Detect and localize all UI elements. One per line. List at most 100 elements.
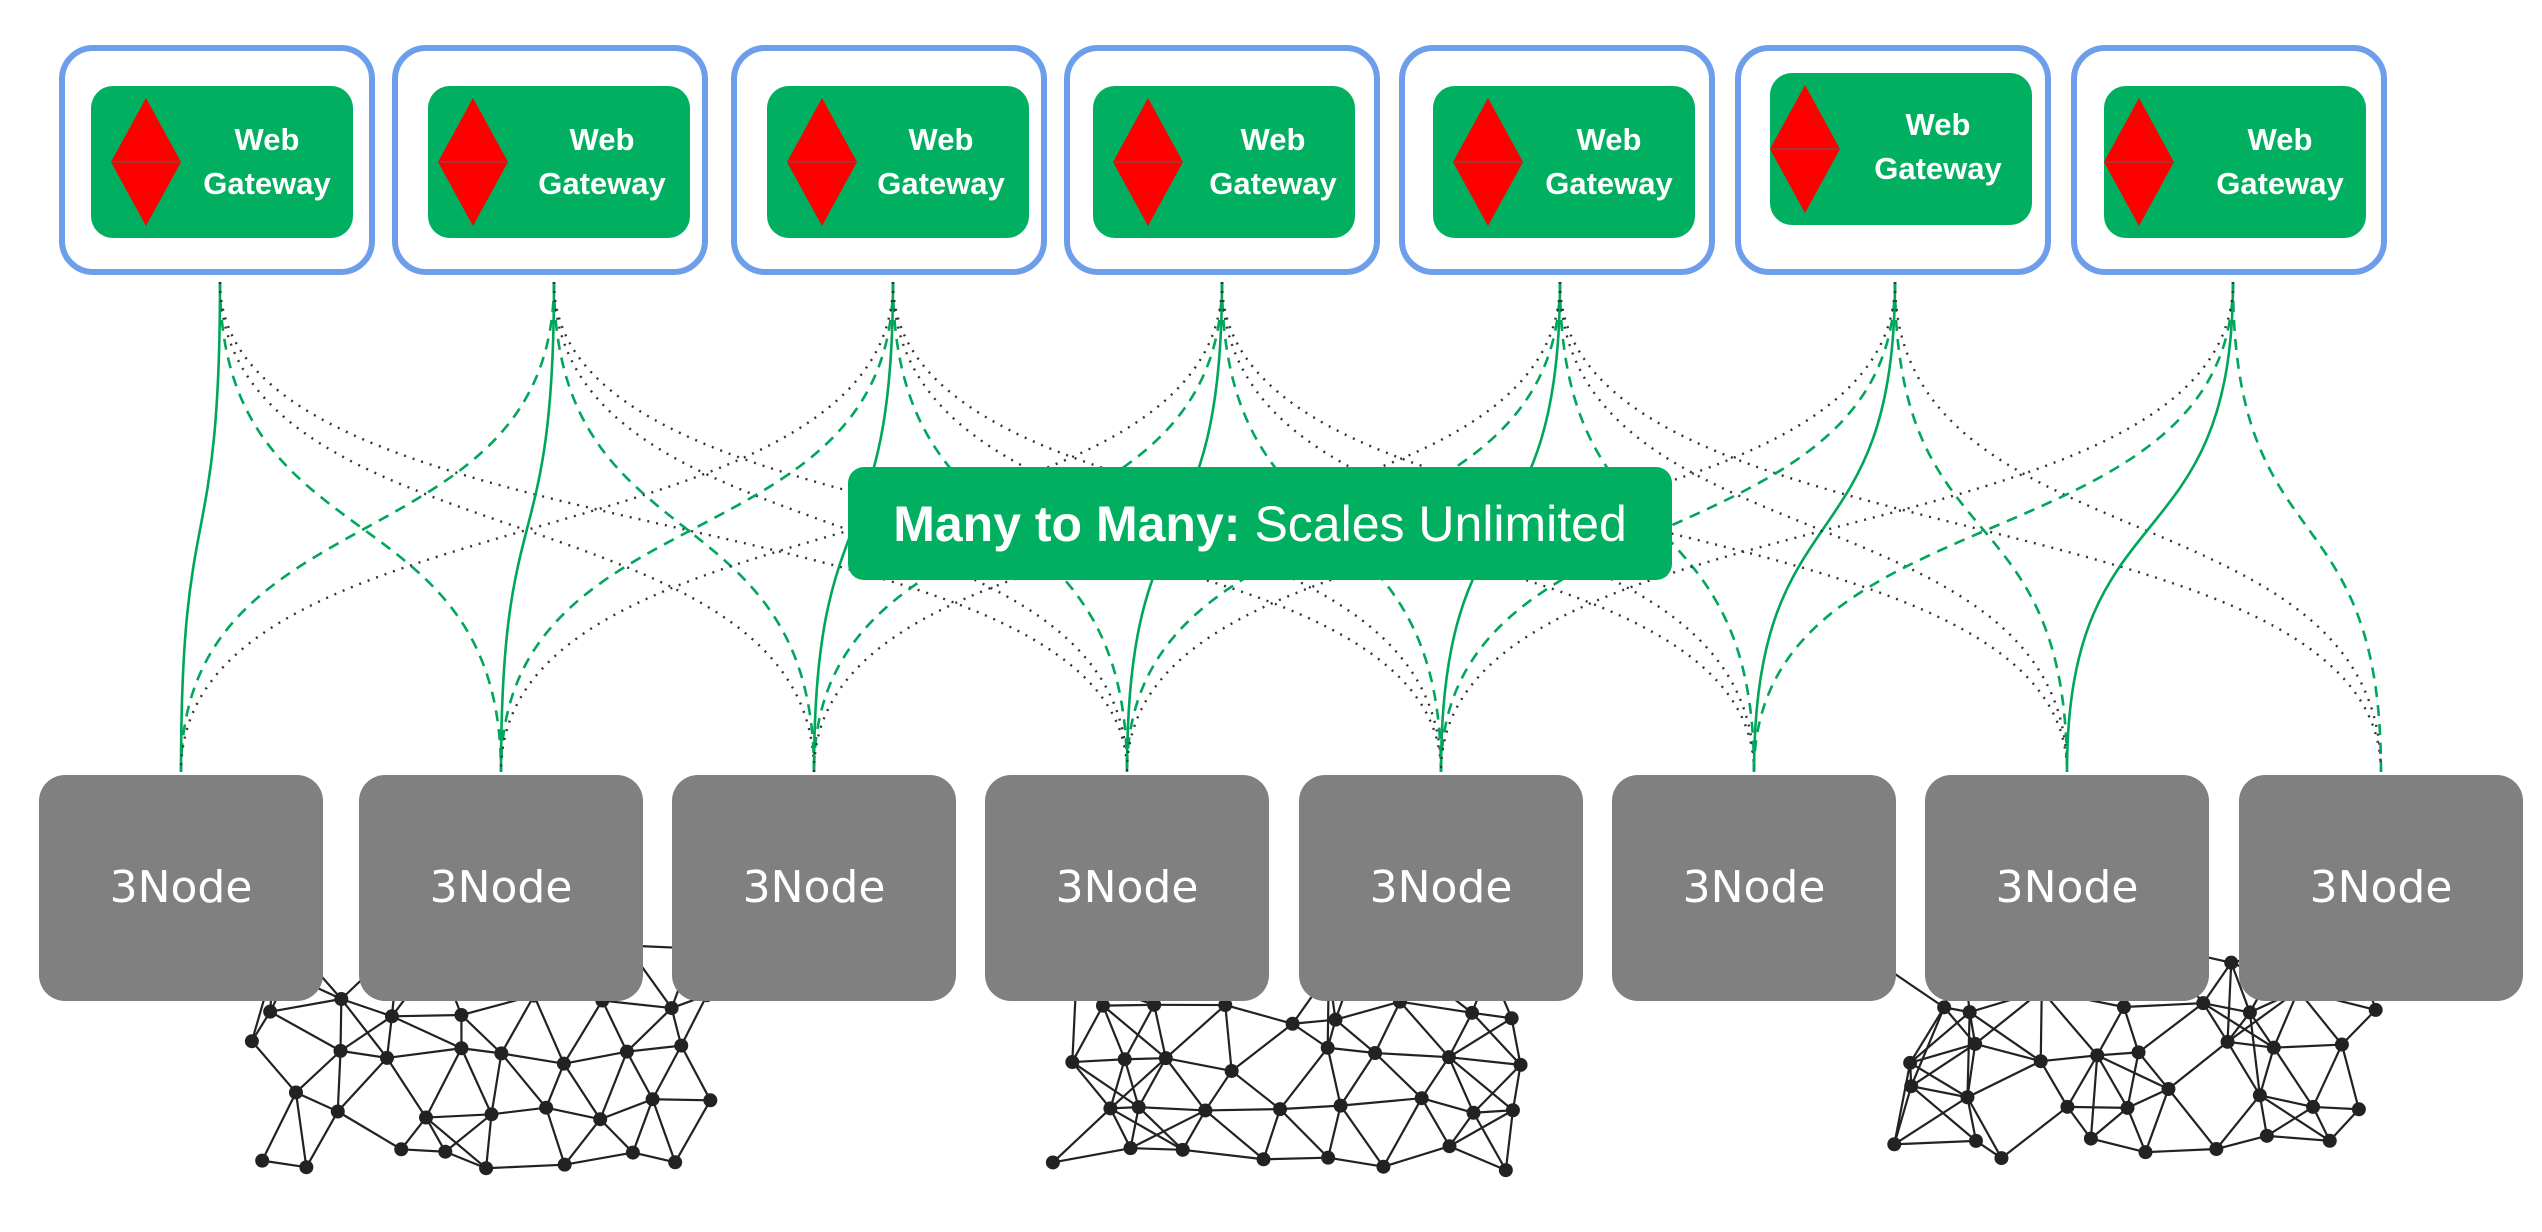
mesh-link [1230, 1022, 1294, 1072]
mesh-link [425, 1113, 492, 1119]
mesh-link [563, 1118, 602, 1166]
3node-box[interactable]: 3Node [39, 775, 323, 1001]
mesh-link [1071, 1005, 1104, 1063]
gateway-label-line2: Gateway [1209, 166, 1337, 201]
mesh-link [1966, 1097, 1978, 1142]
mesh-dot [1498, 1163, 1513, 1178]
mesh-link [1327, 1105, 1342, 1158]
mesh-link [491, 1106, 547, 1116]
mesh-dot [674, 1038, 689, 1053]
mesh-dot [2368, 1002, 2383, 1017]
dashed-connection-line [2231, 281, 2383, 773]
dotted-connection-line [218, 281, 816, 773]
mesh-link [2096, 1054, 2169, 1090]
mesh-link [339, 1015, 393, 1052]
mesh-dot [1131, 1100, 1146, 1115]
mesh-link [1279, 1047, 1329, 1110]
3node-box[interactable]: 3Node [359, 775, 643, 1001]
dashed-connection-line [1893, 281, 2069, 773]
mesh-link [336, 1050, 342, 1112]
mesh-link [1138, 1106, 1206, 1112]
mesh-link [1224, 1004, 1233, 1072]
mesh-link [1893, 1085, 1913, 1145]
gateway-label-line1: Web [1905, 107, 1971, 142]
mesh-link [1399, 1000, 1473, 1014]
mesh-link [2272, 1047, 2314, 1108]
3node-label: 3Node [2309, 862, 2453, 913]
mesh-dot [1441, 1050, 1456, 1065]
3node-box[interactable]: 3Node [672, 775, 956, 1001]
mesh-link [1109, 1107, 1132, 1149]
callout-text: Scales Unlimited [1254, 495, 1627, 552]
mesh-link [340, 1049, 388, 1059]
mesh-link [1382, 1097, 1423, 1168]
solid-connection-line [1752, 281, 1897, 773]
mesh-dot [2306, 1099, 2321, 1114]
mesh-link [1448, 1056, 1521, 1066]
mesh-link [2266, 1105, 2314, 1137]
mesh-link [674, 1099, 712, 1163]
mesh-link [2312, 1105, 2359, 1111]
mesh-link [269, 997, 342, 1013]
mesh-link [1966, 1060, 2042, 1099]
mesh-link [1123, 1004, 1156, 1060]
mesh-link [1109, 1058, 1126, 1109]
mesh-link [1052, 1147, 1131, 1164]
mesh-link [2145, 1147, 2217, 1154]
mesh-link [651, 1045, 683, 1100]
mesh-dot [1504, 1011, 1519, 1026]
mesh-dot [1218, 998, 1233, 1013]
gateway-label-line2: Gateway [2216, 166, 2344, 201]
mesh-link [1374, 1001, 1402, 1054]
mesh-dot [2196, 996, 2211, 1011]
mesh-dot [1513, 1057, 1528, 1072]
mesh-link [562, 1063, 602, 1120]
mesh-link [1966, 1012, 1971, 1098]
mesh-link [599, 1051, 628, 1120]
mesh-link [444, 1113, 493, 1153]
mesh-link [1137, 1057, 1167, 1108]
3node-box[interactable]: 3Node [1612, 775, 1896, 1001]
3node-box[interactable]: 3Node [1925, 775, 2209, 1001]
mesh-link [2328, 1108, 2360, 1142]
mesh-dot [2120, 1100, 2135, 1115]
mesh-link [1375, 1051, 1449, 1059]
mesh-link [501, 1052, 565, 1065]
mesh-link [305, 1110, 339, 1168]
mesh-link [486, 1163, 565, 1170]
mesh-link [1204, 1070, 1233, 1112]
mesh-link [2266, 1134, 2330, 1142]
mesh-link [1101, 1005, 1126, 1060]
mesh-dot [379, 1050, 394, 1065]
mesh-link [294, 1092, 308, 1168]
mesh-dot [2252, 1088, 2267, 1103]
mesh-link [1383, 1145, 1450, 1168]
mesh-dot [1968, 1133, 1983, 1148]
3node-box[interactable]: 3Node [1299, 775, 1583, 1001]
mesh-dot [330, 1104, 345, 1119]
mesh-link [340, 998, 388, 1059]
mesh-link [262, 1159, 307, 1169]
3node-box[interactable]: 3Node [2239, 775, 2523, 1001]
gateway-label-line1: Web [908, 122, 974, 157]
3node-label: 3Node [1682, 862, 1826, 913]
mesh-dot [1505, 1103, 1520, 1118]
mesh-link [1504, 1110, 1515, 1171]
mesh-link [1123, 1058, 1140, 1108]
mesh-dot [593, 1112, 608, 1127]
mesh-link [680, 1045, 712, 1101]
mesh-link [1966, 1043, 1977, 1098]
mesh-link [1511, 1064, 1522, 1111]
mesh-link [1181, 1109, 1207, 1151]
mesh-link [1448, 1056, 1514, 1112]
3node-box[interactable]: 3Node [985, 775, 1269, 1001]
